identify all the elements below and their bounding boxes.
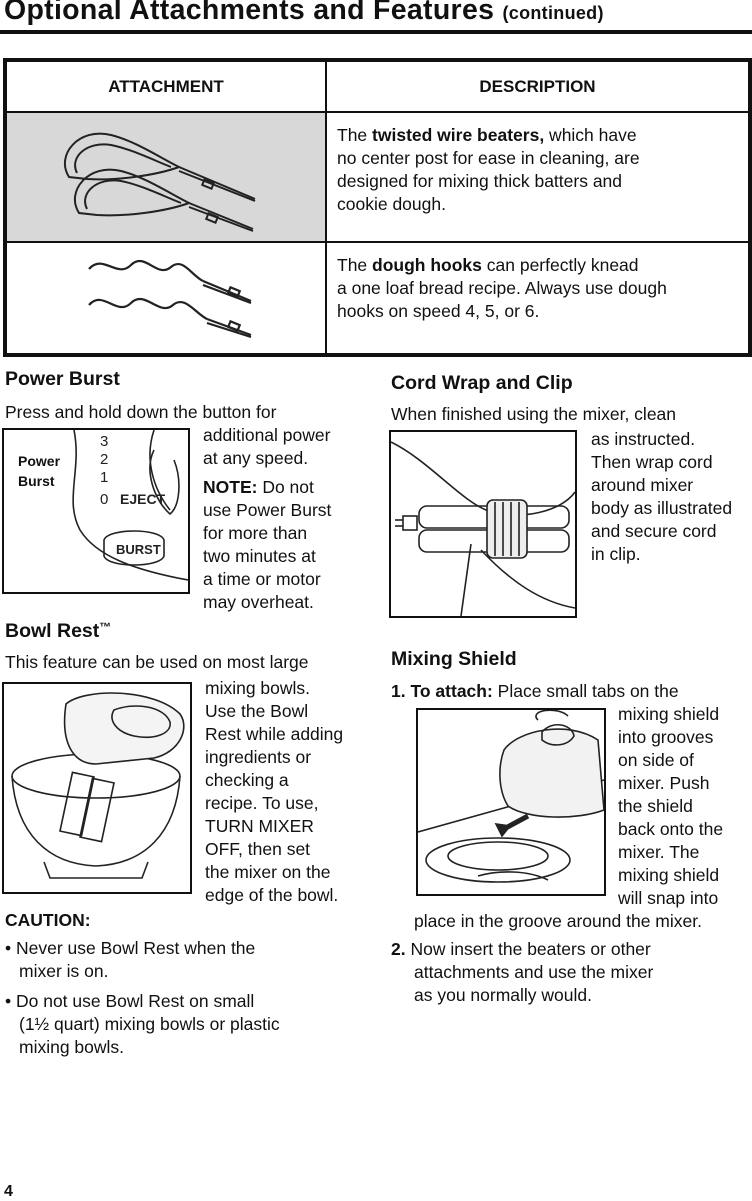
dough-hooks-description: The dough hooks can perfectly knead a on… [325,241,751,356]
burst-label: Burst [18,473,55,489]
beaters-term: twisted wire beaters, [372,125,545,145]
beaters-description: The twisted wire beaters, which have no … [325,111,751,243]
mixing-shield-heading: Mixing Shield [391,648,517,670]
twisted-wire-beaters-illustration [63,132,256,232]
power-burst-heading: Power Burst [5,368,120,390]
power-burst-intro: Press and hold down the button for [5,402,277,422]
header-description: DESCRIPTION [325,59,751,113]
page-title: Optional Attachments and Features (conti… [4,0,604,27]
caution-bullet-2: • Do not use Bowl Rest on small [5,991,255,1011]
mixer-control-illustration: Power Burst 3 2 1 0 EJECT BURST [18,430,188,581]
table-header-row: ATTACHMENT DESCRIPTION [4,59,751,113]
attachments-table: ATTACHMENT DESCRIPTION The [3,58,752,357]
speed-1: 1 [100,469,108,486]
caution-label: CAUTION: [5,910,91,930]
table-row: The dough hooks can perfectly knead a on… [4,241,751,356]
beaters-image-cell [4,111,327,243]
mixing-shield-step-2: 2. Now insert the beaters or other [391,939,651,959]
speed-2: 2 [100,451,108,468]
cord-wrap-heading: Cord Wrap and Clip [391,372,573,394]
page-number: 4 [4,1183,13,1200]
mixing-shield-attach-illustration [418,710,604,883]
cord-wrap-illustration [391,441,575,616]
trademark-symbol: ™ [99,620,112,634]
dough-hooks-image-cell [4,241,327,356]
cord-wrap-intro: When finished using the mixer, clean [391,404,677,424]
power-burst-figure: Power Burst 3 2 1 0 EJECT BURST [2,428,190,594]
eject-label: EJECT [120,491,166,507]
page-title-text: Optional Attachments and Features [4,0,495,26]
dough-hooks-illustration [88,259,252,339]
power-burst-note: NOTE: Do not [203,477,314,497]
mixing-shield-figure [416,708,606,896]
speed-3: 3 [100,433,108,450]
dough-hooks-term: dough hooks [372,255,482,275]
burst-button-label: BURST [116,542,161,557]
header-attachment: ATTACHMENT [4,59,327,113]
title-rule [0,30,752,34]
mixer-on-bowl-illustration [11,692,185,879]
bowl-rest-figure [2,682,192,894]
caution-bullet-1: • Never use Bowl Rest when the [5,938,256,958]
bowl-rest-heading: Bowl Rest™ [5,620,112,642]
power-label: Power [18,453,61,469]
speed-0: 0 [100,491,108,508]
bowl-rest-intro: This feature can be used on most large [5,652,309,672]
continued-label: (continued) [502,3,604,23]
cord-wrap-figure [389,430,577,618]
table-row: The twisted wire beaters, which have no … [4,111,751,243]
mixing-shield-step-1: 1. To attach: Place small tabs on the [391,681,679,701]
